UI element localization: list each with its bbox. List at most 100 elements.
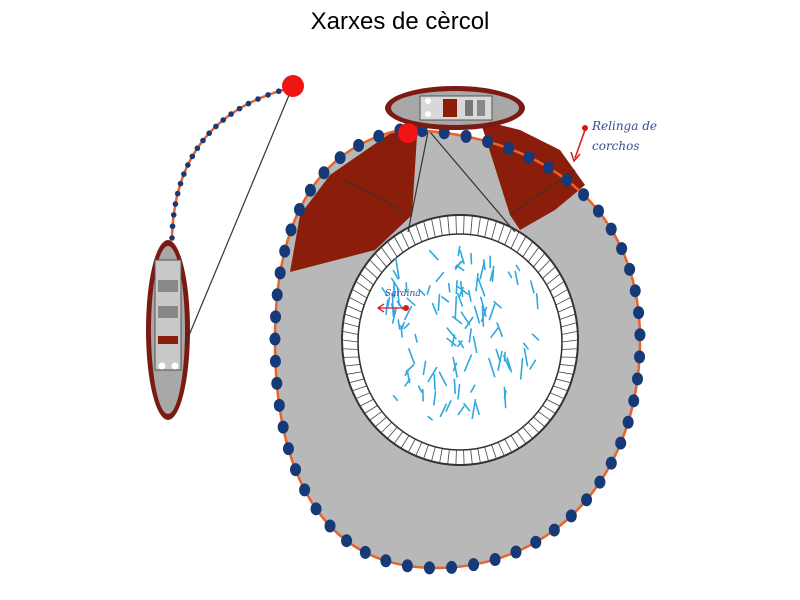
net-pocket-rim-ticks <box>341 215 579 465</box>
rim-tick <box>346 371 363 375</box>
fish-stroke-icon <box>454 295 458 319</box>
fish-stroke-icon <box>480 296 487 317</box>
rim-tick <box>439 216 443 236</box>
fish-stroke-icon <box>522 342 529 350</box>
rim-tick <box>393 431 404 444</box>
fish-stroke-icon <box>441 296 450 303</box>
fish-stroke-icon <box>531 333 540 341</box>
cork-float-icon <box>318 166 330 180</box>
rim-tick <box>400 435 410 449</box>
cork-float-icon <box>271 288 283 302</box>
rim-tick <box>533 252 546 268</box>
fish-stroke-icon <box>387 296 391 307</box>
fish-stroke-icon <box>438 371 448 387</box>
rim-tick <box>553 385 568 392</box>
fish-stroke-icon <box>452 315 463 325</box>
cork-float-icon <box>293 202 305 216</box>
cork-float-icon <box>482 135 494 149</box>
fish-stroke-icon <box>397 319 401 330</box>
fish-stroke-icon <box>519 357 524 380</box>
rim-tick <box>341 339 359 343</box>
small-float-icon <box>189 153 196 160</box>
floatline-to-side-boat <box>169 85 293 241</box>
fish-label-group: Sardina <box>376 289 421 313</box>
rim-tick <box>431 218 436 238</box>
rim-tick <box>470 215 473 235</box>
relinga-label: Relinga de <box>591 119 657 133</box>
cork-float-icon <box>489 553 501 567</box>
rim-tick <box>463 449 465 465</box>
cork-float-icon <box>271 376 283 390</box>
fish-stroke-icon <box>392 269 399 280</box>
fish-stroke-icon <box>481 305 485 327</box>
rim-tick <box>393 236 404 253</box>
rim-tick <box>352 385 367 392</box>
fish-stroke-icon <box>459 250 465 265</box>
rim-tick <box>359 273 374 286</box>
cork-float-icon <box>622 415 634 429</box>
rim-tick <box>455 215 457 235</box>
rim-tick <box>537 259 551 273</box>
net-wing-left <box>290 120 418 272</box>
cork-float-icon <box>341 534 353 548</box>
rim-tick <box>380 421 393 434</box>
rim-tick <box>364 266 378 279</box>
small-float-icon <box>220 117 227 123</box>
small-float-icon <box>170 212 177 218</box>
fish-stroke-icon <box>451 334 456 347</box>
cork-float-icon <box>633 306 645 320</box>
cork-float-icon <box>594 475 606 489</box>
rim-tick <box>510 231 520 249</box>
rim-tick <box>349 378 365 384</box>
fish-school <box>381 245 540 421</box>
rim-tick <box>407 438 416 453</box>
fish-stroke-icon <box>447 282 451 293</box>
rim-tick <box>561 339 579 343</box>
small-float-icon <box>194 145 201 152</box>
rim-tick <box>484 446 489 462</box>
rim-tick <box>555 378 571 384</box>
rim-tick <box>359 398 374 407</box>
rim-tick <box>557 305 574 313</box>
cork-float-icon <box>279 244 291 258</box>
cork-float-icon <box>285 223 297 237</box>
fish-stroke-icon <box>495 348 501 362</box>
small-float-icon <box>213 123 219 130</box>
rim-tick <box>415 441 423 457</box>
cork-float-icon <box>423 561 435 575</box>
rim-tick <box>380 246 393 262</box>
rim-tick <box>533 416 546 428</box>
rim-tick <box>477 216 481 236</box>
fish-stroke-icon <box>489 270 494 282</box>
rim-tick <box>497 441 505 457</box>
rim-tick <box>351 288 368 299</box>
fish-stroke-icon <box>535 293 539 310</box>
cork-float-icon <box>304 183 316 197</box>
rim-tick <box>387 241 398 258</box>
funnel-line-left-outer <box>344 179 406 213</box>
fish-stroke-icon <box>392 394 399 402</box>
cork-float-icon <box>565 509 577 523</box>
rim-tick <box>463 215 465 235</box>
fish-stroke-icon <box>473 305 481 324</box>
fish-stroke-icon <box>455 264 465 272</box>
fish-stroke-icon <box>468 289 472 302</box>
fish-stroke-icon <box>391 306 398 324</box>
fish-stroke-icon <box>507 271 513 279</box>
cork-float-icon <box>543 161 555 175</box>
rim-tick <box>491 444 497 460</box>
fish-stroke-icon <box>404 378 411 387</box>
fish-stroke-icon <box>381 287 388 297</box>
fish-stroke-icon <box>431 302 438 315</box>
fish-stroke-icon <box>400 325 403 338</box>
cork-float-icon <box>581 493 593 507</box>
rim-tick <box>504 227 513 246</box>
cork-float-icon <box>290 463 302 477</box>
fish-stroke-icon <box>395 257 400 280</box>
cork-float-icon <box>359 545 371 559</box>
fish-stroke-icon <box>457 383 461 400</box>
fish-stroke-icon <box>405 281 408 293</box>
rim-tick <box>546 398 561 407</box>
small-float-icon <box>169 235 175 241</box>
buoy-far-icon <box>282 75 304 97</box>
